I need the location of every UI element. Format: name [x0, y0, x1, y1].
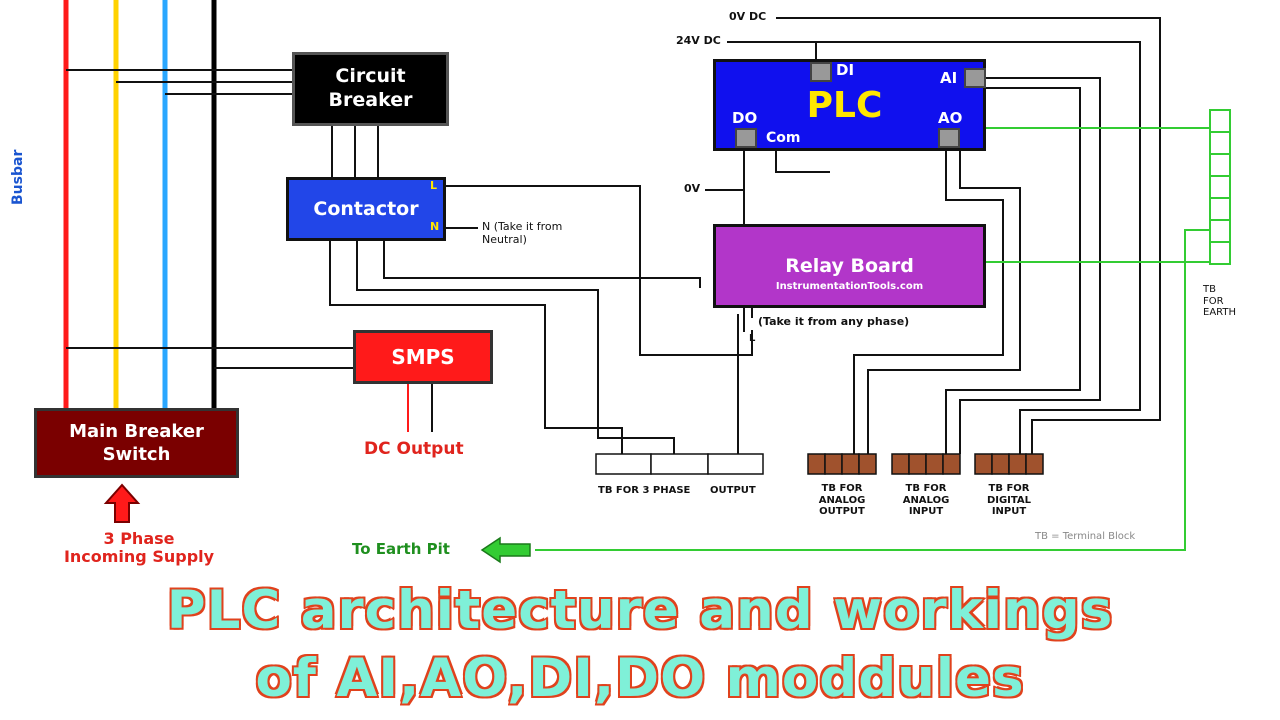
- circuit-breaker-box: Circuit Breaker: [292, 52, 449, 126]
- tb-analog-output-label: TB FOR ANALOG OUTPUT: [818, 483, 866, 517]
- plc-ai-label: AI: [940, 69, 958, 87]
- tb-digital-input-label: TB FOR DIGITAL INPUT: [986, 483, 1032, 517]
- title-line-1: PLC architecture and workings: [165, 579, 1114, 643]
- neutral-note: N (Take it from Neutral): [482, 220, 563, 246]
- plc-com-label: Com: [766, 130, 801, 146]
- title-line-2: of AI,AO,DI,DO moddules: [254, 647, 1025, 711]
- relay-board-label: Relay Board: [785, 254, 914, 277]
- plc-di-terminal: [810, 62, 832, 82]
- plc-label: PLC: [806, 84, 883, 126]
- phase-note: (Take it from any phase): [758, 315, 910, 328]
- wiring: [66, 17, 1161, 454]
- plc-ao-terminal: [938, 128, 960, 148]
- plc-do-terminal: [735, 128, 757, 148]
- contactor-label: Contactor: [313, 198, 419, 220]
- tb-legend: TB = Terminal Block: [1035, 531, 1136, 542]
- relay-l-label: L: [749, 333, 756, 344]
- earth-pit-arrow-icon: [480, 536, 531, 564]
- smps-label: SMPS: [391, 345, 455, 369]
- tb-3phase-block: [595, 453, 764, 475]
- tb-earth-block: [1209, 109, 1231, 265]
- earth-wiring: [535, 127, 1210, 551]
- incoming-supply-label: 3 Phase Incoming Supply: [63, 529, 215, 567]
- relay-board-box: Relay Board InstrumentationTools.com: [713, 224, 986, 308]
- earth-pit-label: To Earth Pit: [352, 540, 450, 558]
- tb-analog-input-block: [891, 453, 961, 475]
- v24-dc-label: 24V DC: [676, 34, 721, 47]
- dc-output-wires: [407, 382, 433, 432]
- main-breaker-label: Main Breaker Switch: [69, 420, 204, 465]
- tb-3phase-label: TB FOR 3 PHASE: [598, 485, 691, 496]
- dc-output-label: DC Output: [364, 439, 464, 459]
- tb-output-label: OUTPUT: [710, 485, 756, 496]
- plc-ai-terminal: [964, 68, 986, 88]
- smps-box: SMPS: [353, 330, 493, 384]
- tb-analog-input-label: TB FOR ANALOG INPUT: [902, 483, 950, 517]
- plc-di-label: DI: [836, 61, 855, 79]
- busbar-lines: [63, 0, 217, 410]
- contactor-n-label: N: [430, 220, 440, 233]
- main-breaker-box: Main Breaker Switch: [34, 408, 239, 478]
- tb-analog-output-block: [807, 453, 877, 475]
- contactor-l-label: L: [430, 179, 438, 192]
- contactor-box: Contactor: [286, 177, 446, 241]
- plc-ao-label: AO: [938, 109, 963, 127]
- tb-earth-label: TB FOR EARTH: [1203, 284, 1237, 318]
- zero-v-dc-label: 0V DC: [729, 10, 767, 23]
- tb-digital-input-block: [974, 453, 1044, 475]
- incoming-arrow-icon: [103, 483, 141, 523]
- busbar-label: Busbar: [10, 149, 26, 205]
- circuit-breaker-label: Circuit Breaker: [328, 65, 413, 111]
- plc-do-label: DO: [732, 109, 758, 127]
- relay-board-site: InstrumentationTools.com: [775, 280, 924, 292]
- zero-v-label: 0V: [684, 182, 701, 195]
